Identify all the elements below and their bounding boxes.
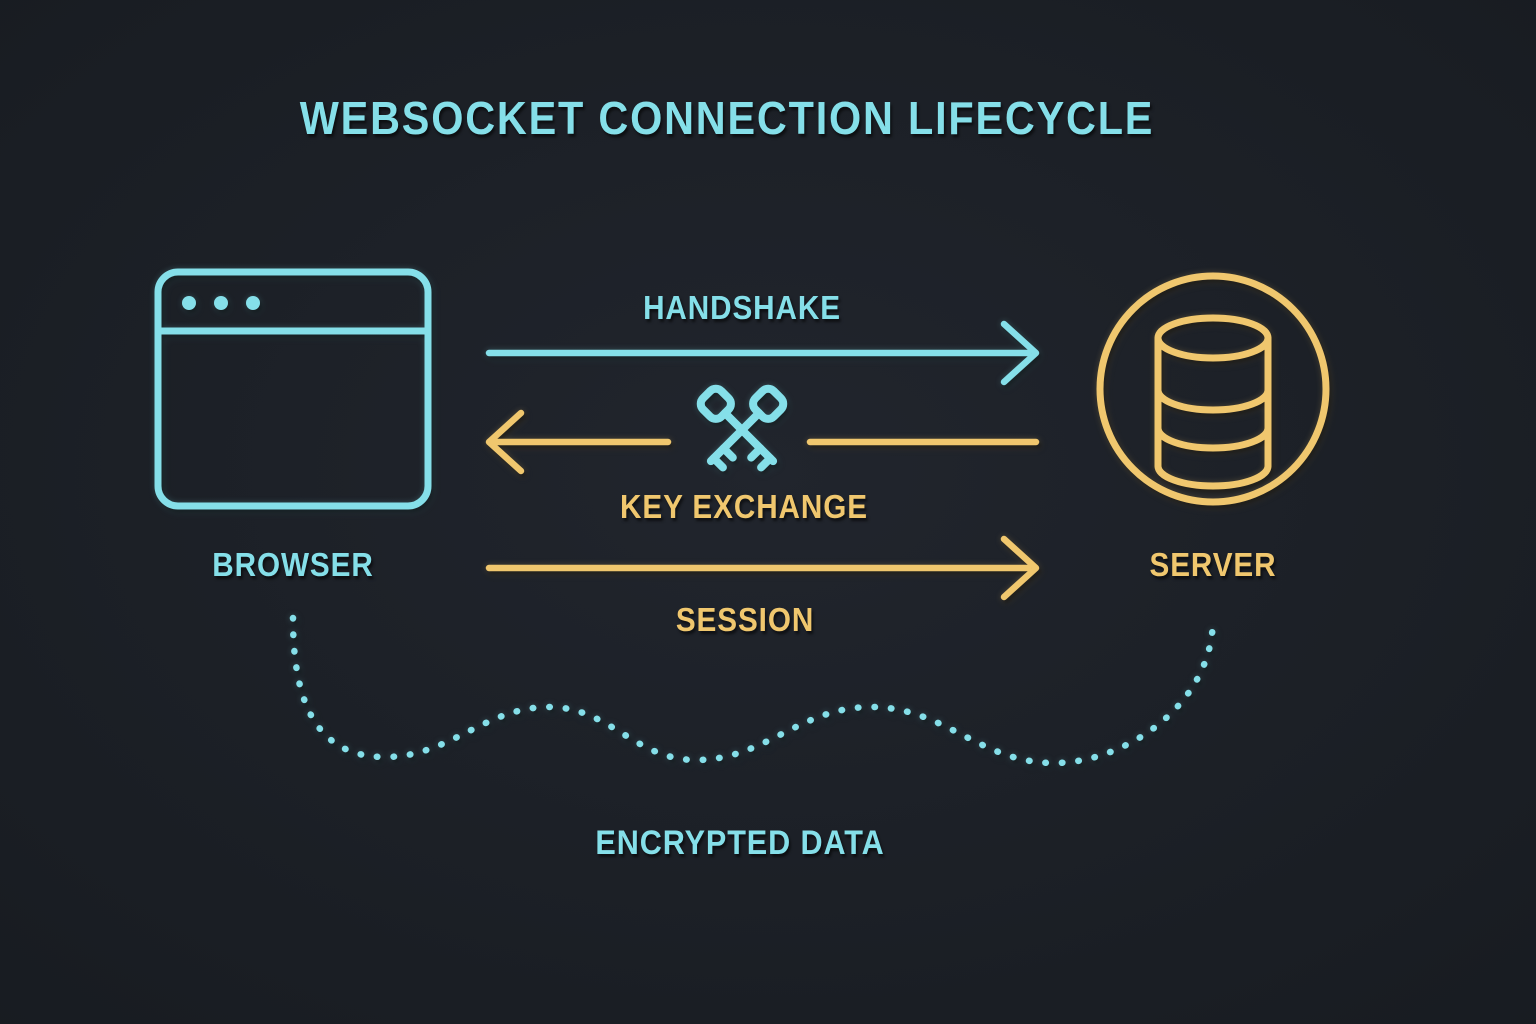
session-label: SESSION xyxy=(675,601,815,638)
key-exchange-arrow xyxy=(485,409,1040,475)
database-bottom-arc xyxy=(1154,462,1272,490)
server-circle xyxy=(1096,272,1330,506)
crossed-keys-icon xyxy=(696,384,788,472)
page-title: WEBSOCKET CONNECTION LIFECYCLE xyxy=(299,92,1155,144)
session-arrow xyxy=(485,535,1040,601)
handshake-arrow xyxy=(485,320,1040,386)
database-divider-arc xyxy=(1154,424,1272,452)
handshake-label: HANDSHAKE xyxy=(643,289,841,326)
browser-window-dot xyxy=(214,296,228,310)
browser-window-icon xyxy=(154,268,432,510)
server-node-label: SERVER xyxy=(1149,546,1277,583)
encrypted-data-label: ENCRYPTED DATA xyxy=(595,824,885,862)
encrypted-data-wave xyxy=(289,614,1217,767)
key-exchange-label: KEY EXCHANGE xyxy=(620,488,868,525)
session-arrowhead xyxy=(1000,535,1040,601)
database-divider-arc xyxy=(1154,386,1272,414)
browser-node-label: BROWSER xyxy=(212,546,374,583)
browser-window-frame xyxy=(154,268,432,510)
browser-window-dot xyxy=(246,296,260,310)
database-server-icon xyxy=(1096,272,1330,506)
key-left xyxy=(696,384,778,472)
database-top-ellipse xyxy=(1154,314,1272,362)
handshake-arrowhead xyxy=(1000,320,1040,386)
key-right xyxy=(706,384,788,472)
key-exchange-arrowhead xyxy=(485,409,525,475)
browser-window-dot xyxy=(182,296,196,310)
